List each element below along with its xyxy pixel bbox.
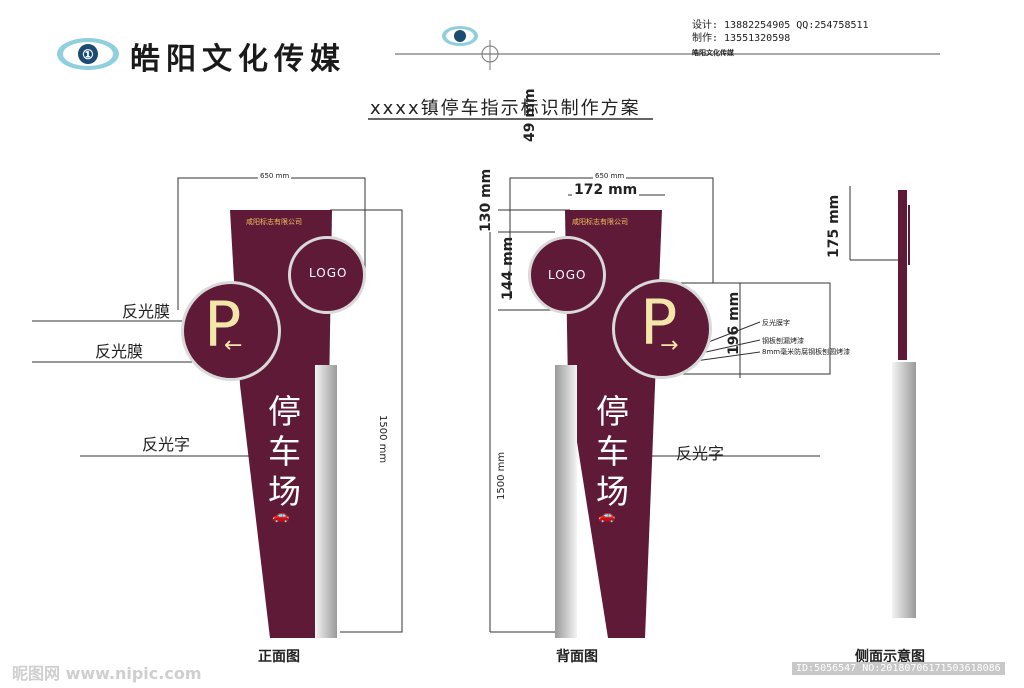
title-underline	[368, 118, 653, 120]
front-logo-text: LOGO	[309, 266, 348, 280]
front-top-text: 咸阳标志有限公司	[246, 218, 302, 226]
eye-logo-small-icon	[442, 26, 478, 46]
back-dim-144: 144 mm	[500, 236, 516, 300]
front-parking-circle	[181, 281, 281, 381]
page-title: xxxx镇停车指示标识制作方案	[370, 98, 641, 119]
front-p-letter: P	[204, 288, 242, 361]
back-callout-right: 反光字	[676, 444, 725, 463]
watermark: 昵图网 www.nipic.com	[12, 664, 202, 683]
eye-logo-icon: ①	[57, 38, 119, 70]
svg-text:①: ①	[82, 48, 94, 63]
brand-name: 皓阳文化传媒	[130, 42, 346, 77]
back-dim-49: 49 mm	[522, 88, 538, 142]
car-icon-back: 🚗	[598, 508, 616, 524]
front-char-3: 场	[268, 472, 301, 511]
back-parking-circle	[612, 279, 712, 379]
arrow-left-icon: ←	[224, 333, 243, 358]
back-char-2: 车	[596, 432, 629, 471]
back-note-3: 8mm毫米防腐钢板刨圆烤漆	[762, 348, 851, 356]
side-dim-175: 175 mm	[826, 194, 842, 258]
back-p-letter: P	[640, 286, 678, 359]
back-note-1: 反光膜字	[762, 319, 790, 327]
front-char-2: 车	[268, 432, 301, 471]
front-logo-circle	[288, 236, 366, 314]
contact-design: 设计: 13882254905 QQ:254758511	[692, 20, 869, 31]
back-width-dim: 650 mm	[593, 172, 627, 180]
front-callout-1: 反光膜	[122, 302, 171, 321]
side-view-label: 侧面示意图	[855, 649, 925, 665]
side-logo-edge	[908, 205, 910, 265]
contact-make: 制作: 13551320598	[692, 33, 791, 44]
back-note-2: 钢板刨漏烤漆	[762, 337, 804, 345]
arrow-right-icon: →	[660, 333, 679, 358]
back-top-text: 咸阳标志有限公司	[572, 218, 628, 226]
back-dim-130: 130 mm	[478, 168, 494, 232]
front-char-1: 停	[268, 392, 301, 431]
side-sign-board	[898, 190, 907, 360]
back-dim-196: 196 mm	[726, 291, 742, 355]
contact-brand-small: 皓阳文化传媒	[692, 49, 734, 57]
back-char-3: 场	[596, 472, 629, 511]
back-dim-172: 172 mm	[572, 182, 640, 198]
back-height-dim: 1500 mm	[496, 451, 507, 500]
front-height-dim: 1500 mm	[377, 415, 388, 464]
image-id: ID:5056547 NO:20180706171503618086	[792, 662, 1005, 675]
back-logo-circle	[528, 236, 606, 314]
back-view-label: 背面图	[556, 649, 598, 665]
front-callout-3: 反光字	[142, 435, 191, 454]
front-width-dim: 650 mm	[258, 172, 292, 180]
side-pole	[892, 362, 916, 618]
car-icon: 🚗	[272, 508, 290, 524]
front-view-label: 正面图	[258, 649, 300, 665]
back-char-1: 停	[596, 392, 629, 431]
front-callout-2: 反光膜	[95, 342, 144, 361]
header-rule	[395, 40, 940, 70]
back-logo-text: LOGO	[548, 268, 587, 282]
